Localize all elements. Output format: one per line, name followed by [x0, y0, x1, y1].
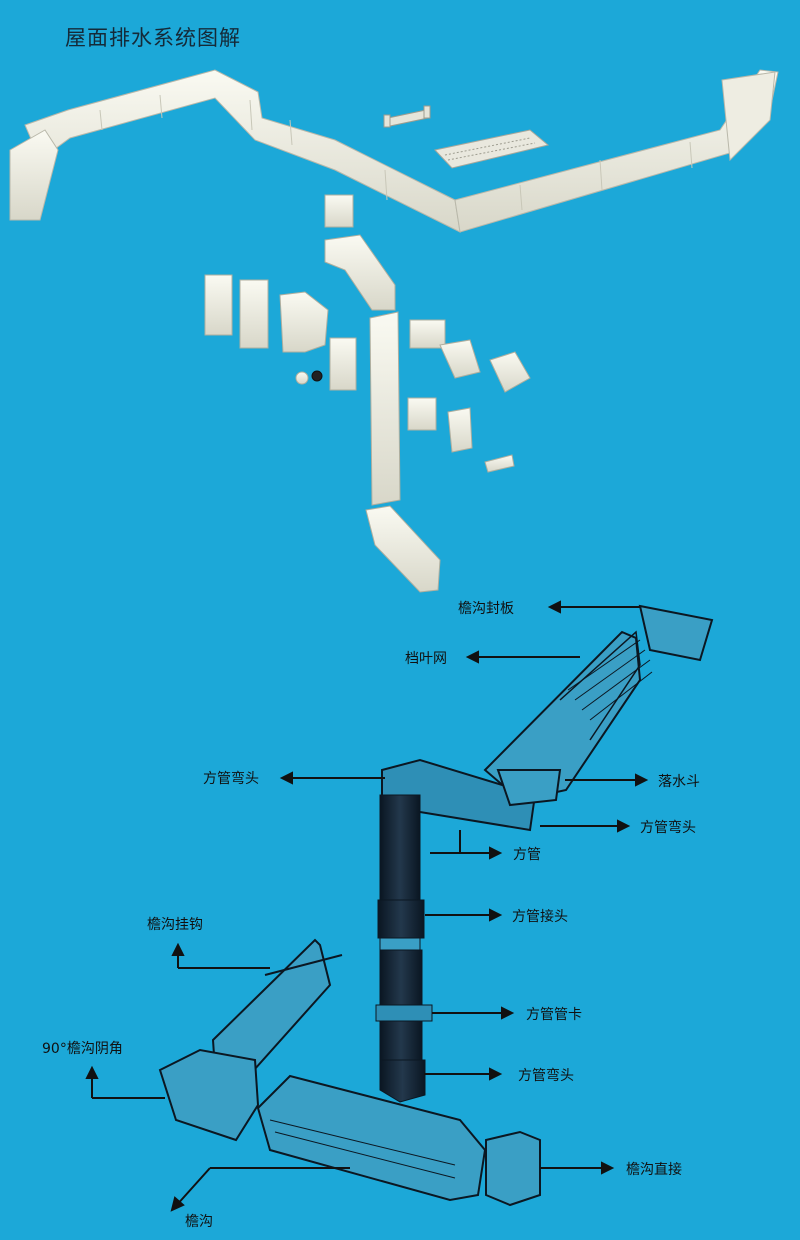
- page-title: 屋面排水系统图解: [65, 26, 241, 50]
- label-gutter-hanger: 檐沟挂钩: [147, 917, 203, 933]
- exploded-gutter-run: [9, 69, 779, 233]
- label-inner-corner-90: 90°檐沟阴角: [42, 1041, 123, 1057]
- label-gutter: 檐沟: [185, 1214, 213, 1230]
- callout-arrows: [85, 600, 649, 1212]
- exploded-downpipe-parts: [204, 194, 531, 593]
- label-square-pipe-elbow-right: 方管弯头: [640, 820, 696, 836]
- label-gutter-end-cap: 檐沟封板: [458, 601, 514, 617]
- exploded-leaf-guard: [434, 129, 550, 169]
- label-outlet: 落水斗: [658, 774, 700, 790]
- exploded-hanger: [383, 105, 431, 128]
- label-gutter-connector: 檐沟直接: [626, 1162, 682, 1178]
- label-square-pipe: 方管: [513, 847, 541, 863]
- label-square-pipe-elbow-top: 方管弯头: [203, 771, 259, 787]
- label-leaf-guard: 档叶网: [405, 651, 447, 667]
- label-square-pipe-joint: 方管接头: [512, 909, 568, 925]
- assembled-view: [158, 604, 714, 1207]
- label-square-pipe-elbow-bottom: 方管弯头: [518, 1068, 574, 1084]
- label-square-pipe-clamp: 方管管卡: [526, 1007, 582, 1023]
